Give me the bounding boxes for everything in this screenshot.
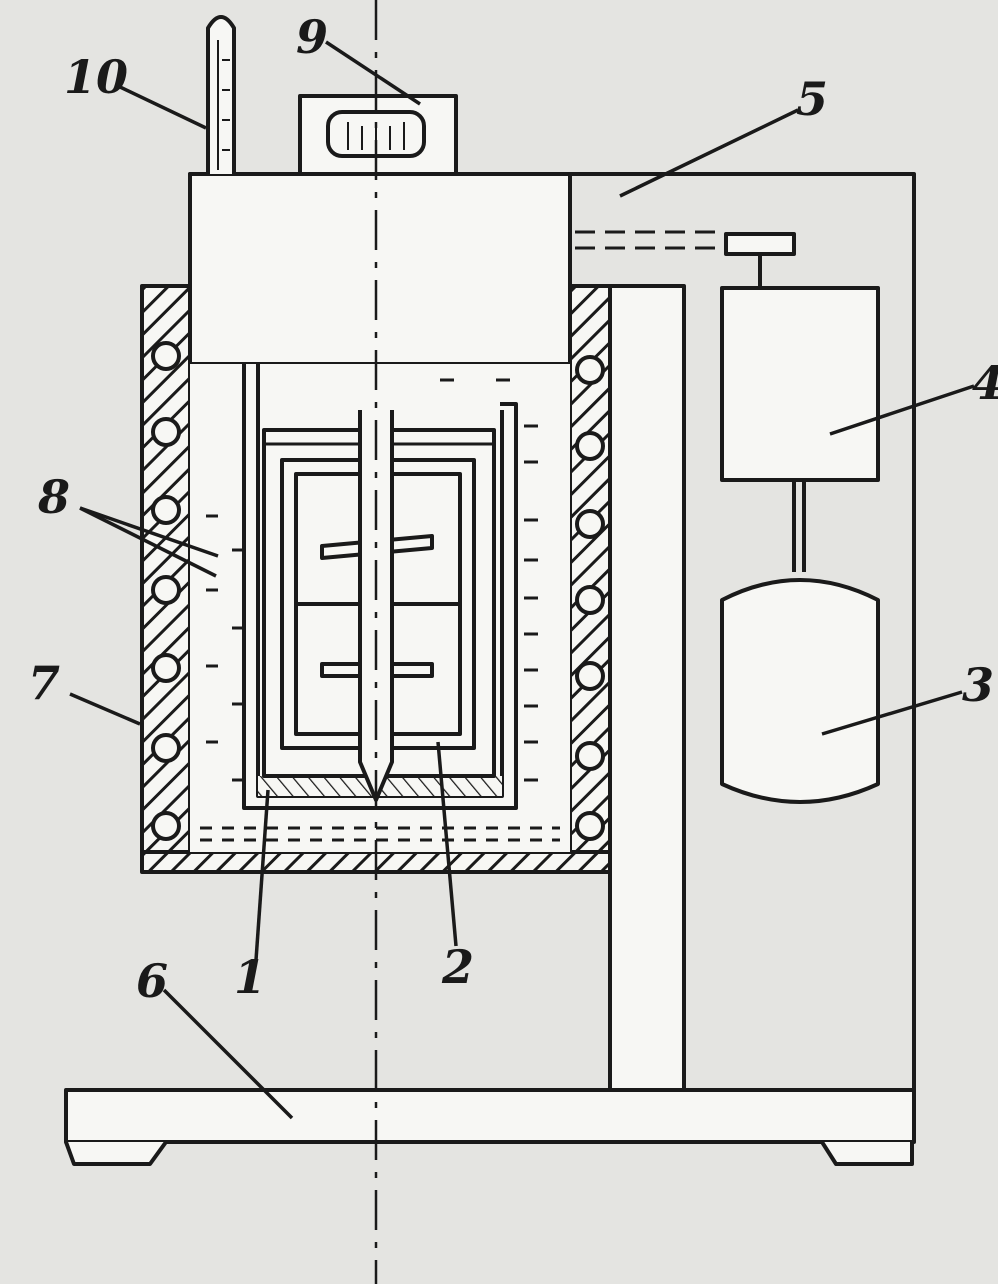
callout-1: 1 — [234, 950, 267, 1004]
leader-lines — [69, 40, 975, 1120]
callout-8: 8 — [38, 470, 71, 524]
callout-9: 9 — [296, 10, 329, 64]
shaft — [358, 410, 394, 802]
callout-5: 5 — [796, 72, 829, 126]
callout-7: 7 — [28, 656, 61, 710]
callout-3: 3 — [962, 658, 995, 712]
callout-4: 4 — [972, 360, 998, 406]
base-plate — [64, 1088, 916, 1166]
callout-6: 6 — [136, 954, 169, 1008]
counter-device — [298, 94, 458, 176]
gear-unit — [720, 232, 880, 482]
motor — [720, 480, 880, 804]
callout-10: 10 — [64, 50, 129, 104]
callout-2: 2 — [442, 940, 475, 994]
